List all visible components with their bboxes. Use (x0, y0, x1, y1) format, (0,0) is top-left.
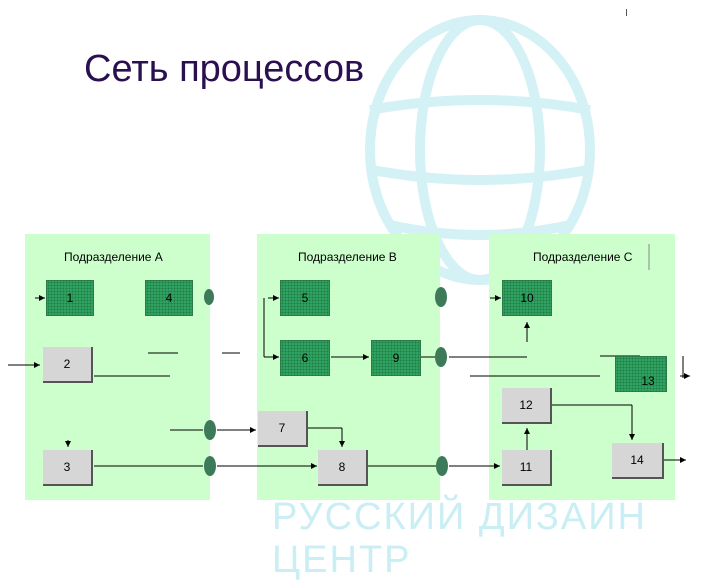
process-10: 10 (502, 280, 552, 316)
process-2: 2 (43, 347, 93, 383)
process-13: 13 (615, 356, 667, 392)
process-6: 6 (280, 340, 330, 376)
process-3: 3 (43, 450, 93, 486)
process-12: 12 (502, 388, 552, 424)
process-9: 9 (371, 340, 421, 376)
process-11: 11 (502, 450, 552, 486)
process-8: 8 (318, 450, 368, 486)
process-5: 5 (280, 280, 330, 316)
process-1: 1 (46, 280, 94, 316)
process-14: 14 (612, 443, 664, 479)
process-7: 7 (258, 411, 308, 447)
process-4: 4 (145, 280, 193, 316)
